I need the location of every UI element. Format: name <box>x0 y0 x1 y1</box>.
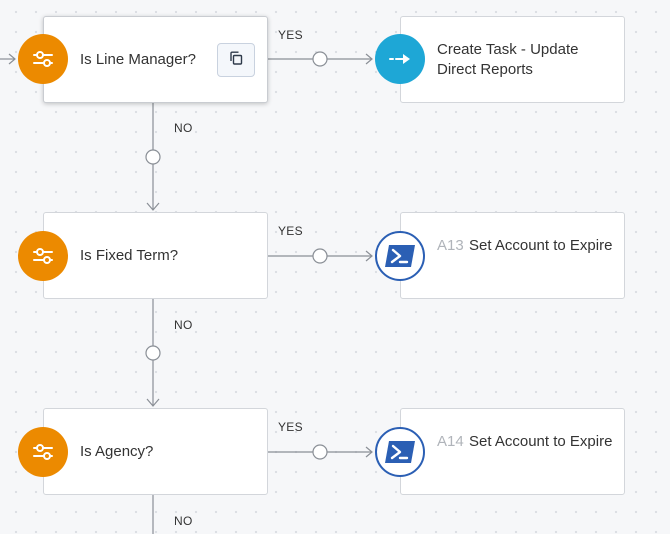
yes-connector-node <box>312 51 328 67</box>
condition-icon <box>18 231 68 281</box>
condition-icon <box>18 34 68 84</box>
yes-branch-label: YES <box>278 420 303 434</box>
action-label: Set Account to Expire <box>469 237 613 254</box>
arrow-right-icon <box>375 34 425 84</box>
yes-branch-label: YES <box>278 28 303 42</box>
yes-branch-label: YES <box>278 224 303 238</box>
powershell-icon <box>375 427 425 477</box>
condition-node-agency[interactable]: Is Agency? <box>43 408 268 495</box>
action-node-a14[interactable]: A14 Set Account to Expire <box>400 408 625 495</box>
no-branch-label: NO <box>174 514 193 528</box>
condition-node-fixed-term[interactable]: Is Fixed Term? <box>43 212 268 299</box>
action-label: Create Task - Update Direct Reports <box>437 41 579 78</box>
no-branch-label: NO <box>174 121 193 135</box>
condition-label: Is Fixed Term? <box>80 247 179 264</box>
action-node-create-task[interactable]: Create Task - Update Direct Reports <box>400 16 625 103</box>
yes-connector-node <box>312 444 328 460</box>
no-connector-node <box>145 345 161 361</box>
copy-button[interactable] <box>217 43 255 77</box>
copy-icon <box>228 50 244 71</box>
no-connector-node <box>145 149 161 165</box>
powershell-icon <box>375 231 425 281</box>
incoming-arrowhead <box>8 53 16 65</box>
condition-label: Is Agency? <box>80 443 154 460</box>
condition-node-line-manager[interactable]: Is Line Manager? <box>43 16 268 103</box>
yes-connector-node <box>312 248 328 264</box>
condition-icon <box>18 427 68 477</box>
condition-label: Is Line Manager? <box>80 51 196 68</box>
action-code: A13 <box>437 237 464 254</box>
action-node-a13[interactable]: A13 Set Account to Expire <box>400 212 625 299</box>
action-label: Set Account to Expire <box>469 433 613 450</box>
no-branch-label: NO <box>174 318 193 332</box>
action-code: A14 <box>437 433 464 450</box>
